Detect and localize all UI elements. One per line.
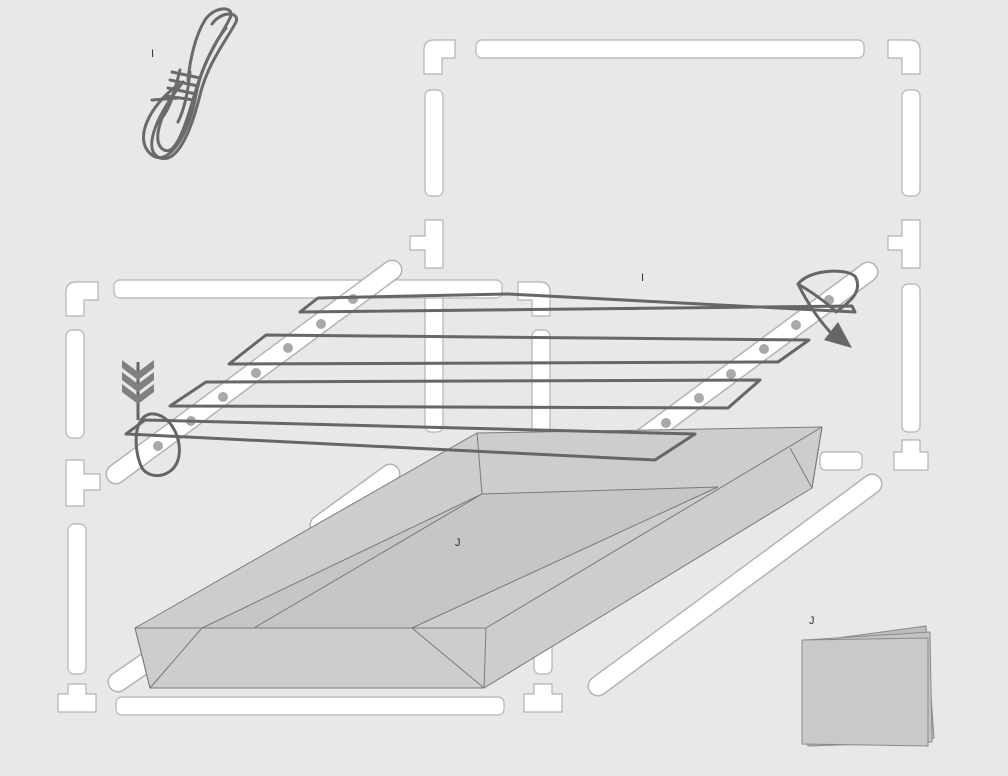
tee-fitting	[58, 684, 96, 712]
label-rope: I	[151, 48, 154, 60]
pipe-vertical	[902, 284, 920, 432]
tee-fitting	[66, 460, 100, 506]
pipe-vertical	[532, 330, 550, 438]
label-sheet: J	[809, 615, 815, 627]
elbow-fitting	[66, 282, 98, 316]
pipe-vertical	[68, 524, 86, 674]
tee-fitting	[888, 220, 920, 268]
tee-fitting	[524, 684, 562, 712]
pipe-vertical	[66, 330, 84, 438]
elbow-fitting	[424, 40, 455, 74]
strap	[170, 380, 760, 408]
folded-sheet	[802, 626, 934, 746]
label-straps: I	[641, 272, 644, 284]
pipe-top-back	[476, 40, 864, 58]
strap	[300, 294, 855, 312]
pipe-vertical	[425, 90, 443, 196]
pipe-short	[820, 452, 862, 470]
tray	[135, 427, 822, 688]
pipe-vertical	[902, 90, 920, 196]
elbow-fitting	[888, 40, 920, 74]
strap	[229, 335, 809, 364]
tee-fitting	[410, 220, 443, 268]
label-tray: J	[455, 537, 461, 549]
tee-fitting	[894, 440, 928, 470]
back-frame	[410, 40, 928, 470]
coiled-rope-icon	[144, 9, 237, 159]
pipe-bottom-front	[116, 697, 504, 715]
